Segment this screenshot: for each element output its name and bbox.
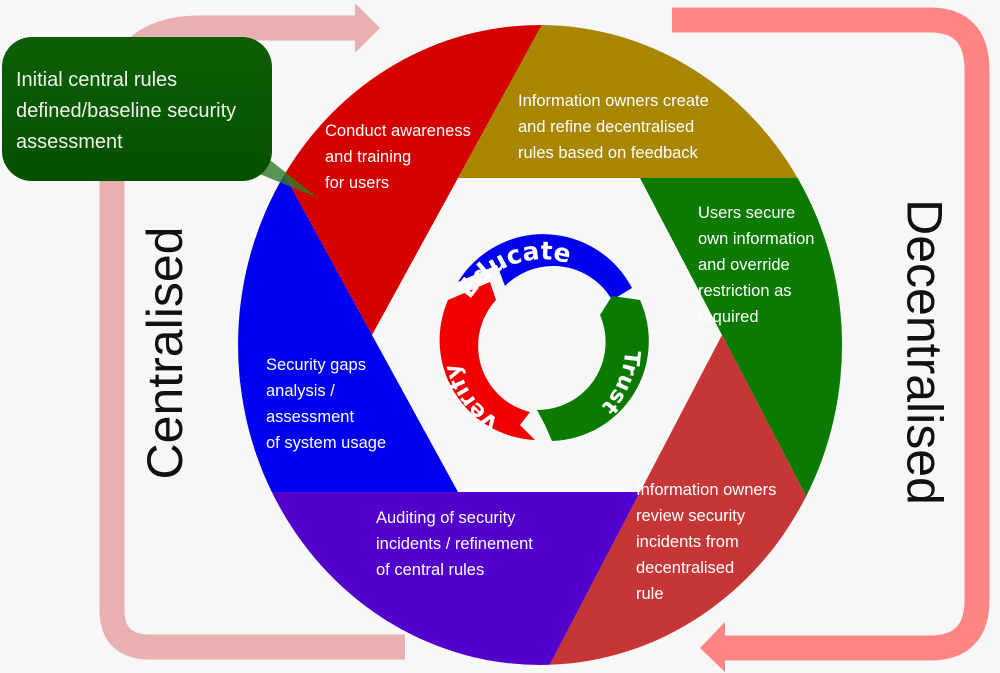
callout-tail xyxy=(250,160,318,198)
blade-users-secure xyxy=(640,178,843,497)
segment-auditing: Auditing of security incidents / refinem… xyxy=(376,509,533,579)
decentralised-arrowhead xyxy=(700,622,725,672)
educate-arc xyxy=(458,234,632,300)
trust-arc xyxy=(537,296,649,441)
blade-awareness xyxy=(284,24,542,335)
decentralised-cycle-arrow xyxy=(672,7,990,661)
segment-owners-create-rules: Information owners create and refine dec… xyxy=(518,92,709,162)
segment-awareness-training: Conduct awareness and training for users xyxy=(325,122,471,192)
verify-arc xyxy=(439,282,535,440)
cycle-ring: Educate Trust Verify xyxy=(439,234,649,441)
initial-rules-callout: Initial central rules defined/baseline s… xyxy=(2,37,272,181)
centralised-arrowhead xyxy=(355,3,380,53)
segment-owners-review: Information owners review security incid… xyxy=(636,481,777,603)
educate-label: Educate xyxy=(451,236,573,303)
blade-auditing xyxy=(271,492,640,665)
blade-owners-create xyxy=(458,25,798,178)
segment-users-secure: Users secure own information and overrid… xyxy=(698,204,815,326)
segment-security-gaps: Security gaps analysis / assessment of s… xyxy=(266,356,387,452)
blade-security-gaps xyxy=(238,174,458,493)
svg-text:Educate: Educate xyxy=(451,236,573,303)
blade-owners-review xyxy=(549,335,807,665)
centralised-label: Centralised xyxy=(137,226,193,480)
decentralised-label: Decentralised xyxy=(897,199,953,505)
